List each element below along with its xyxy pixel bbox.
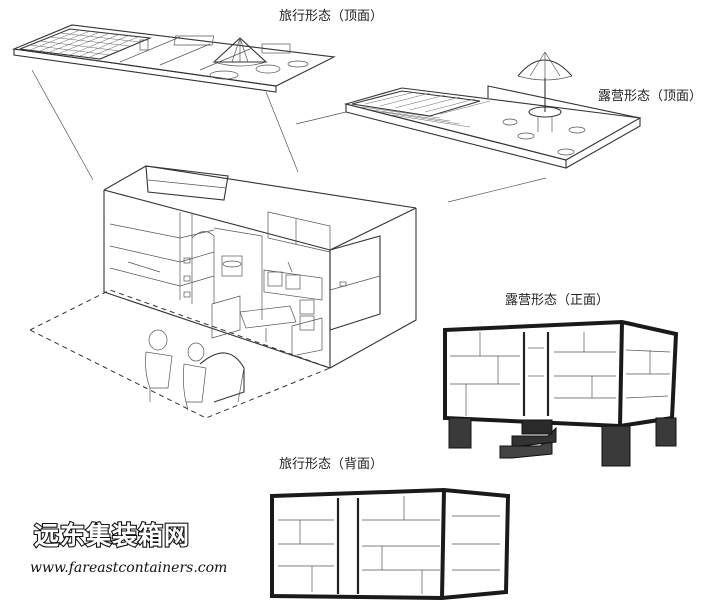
solar-panel-grid [19, 28, 153, 60]
leader-line [447, 177, 547, 203]
roof-hatch [145, 165, 229, 201]
stool-icon [557, 148, 575, 156]
stool-icon [517, 132, 535, 140]
deck-outline [28, 289, 332, 419]
watermark-url: www.fareastcontainers.com [30, 560, 227, 576]
dining-table [239, 305, 297, 329]
stool-icon [502, 118, 518, 126]
travel-back-view: 旅行形态（背面） [270, 457, 511, 601]
leader-line [265, 91, 299, 173]
support-leg [601, 425, 631, 467]
support-leg [448, 417, 472, 449]
kitchen-counter [263, 269, 323, 301]
container-cutaway-model [28, 165, 417, 419]
label-travel-top: 旅行形态（顶面） [279, 9, 383, 24]
umbrella-icon [517, 51, 573, 112]
shelter-icon [199, 352, 245, 403]
leader-line [295, 111, 347, 125]
person-figure [182, 342, 207, 411]
label-camping-top: 露营形态（顶面） [598, 89, 702, 104]
watermark-brand: 远东集装箱网 [34, 521, 190, 550]
person-figure [145, 329, 173, 402]
camping-top-view: 露营形态（顶面） [343, 51, 702, 169]
table-icon [528, 106, 562, 118]
stool-icon [568, 126, 586, 134]
leader-line [31, 69, 94, 181]
support-leg [655, 417, 677, 447]
umbrella-icon [212, 37, 268, 67]
label-travel-back: 旅行形态（背面） [279, 457, 383, 472]
label-camping-front: 露营形态（正面） [505, 293, 609, 308]
camping-front-view: 露营形态（正面） [443, 293, 679, 467]
dining-seat [291, 317, 323, 357]
upper-cabinet [267, 211, 331, 253]
solar-panel-grid [351, 90, 491, 128]
fridge-cabinet [329, 235, 381, 331]
toilet-icon [221, 255, 243, 277]
travel-top-view: 旅行形态（顶面） [11, 9, 383, 93]
entry-steps [499, 419, 557, 459]
dining-seat [211, 295, 241, 339]
